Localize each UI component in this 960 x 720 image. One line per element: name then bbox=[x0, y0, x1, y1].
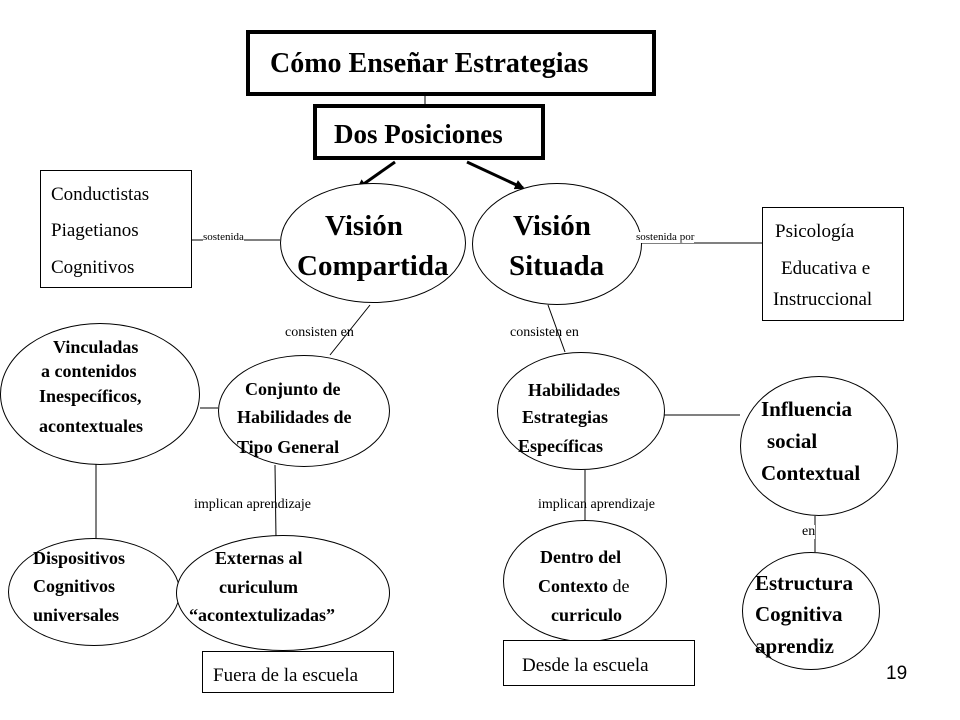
theorists-box-left: Conductistas Piagetianos Cognitivos bbox=[40, 170, 192, 288]
vision-situada-line1: Visión bbox=[513, 210, 591, 242]
dentro-de-word: de bbox=[612, 576, 630, 596]
edge-label-consisten-left: consisten en bbox=[285, 325, 354, 340]
vision-situada-node: Visión Situada bbox=[472, 183, 642, 305]
habilidades-line1: Habilidades bbox=[528, 380, 621, 400]
externas-line1: Externas al bbox=[215, 548, 303, 568]
page-number: 19 bbox=[886, 663, 908, 684]
dentro-contexto-node: Dentro del Contexto de curriculo bbox=[503, 520, 667, 642]
title-text: Cómo Enseñar Estrategias bbox=[270, 48, 589, 79]
influencia-social-node: Influencia social Contextual bbox=[740, 376, 898, 516]
externas-line2: curiculum bbox=[219, 577, 298, 597]
title-box: Cómo Enseñar Estrategias bbox=[246, 30, 656, 96]
theorist-conductistas: Conductistas bbox=[51, 184, 150, 205]
theorist-piagetianos: Piagetianos bbox=[51, 220, 139, 241]
vinculadas-line1: Vinculadas bbox=[53, 337, 139, 357]
dentro-line3: curriculo bbox=[551, 605, 622, 625]
edge-label-implican-right: implican aprendizaje bbox=[538, 497, 655, 512]
edge-label-implican-left: implican aprendizaje bbox=[194, 497, 311, 512]
conjunto-line1: Conjunto de bbox=[245, 379, 341, 399]
theorist-cognitivos: Cognitivos bbox=[51, 257, 135, 278]
dispositivos-line1: Dispositivos bbox=[33, 548, 126, 568]
habilidades-line3: Específicas bbox=[518, 436, 603, 456]
fuera-escuela-text: Fuera de la escuela bbox=[213, 665, 359, 686]
estructura-cognitiva-node: Estructura Cognitiva aprendiz bbox=[742, 552, 880, 670]
influencia-line1: Influencia bbox=[761, 397, 853, 421]
dentro-contexto-word: Contexto bbox=[538, 576, 608, 596]
subtitle-box: Dos Posiciones bbox=[313, 104, 545, 160]
psicologia-line3: Instruccional bbox=[773, 289, 873, 310]
vinculadas-line3: Inespecíficos, bbox=[39, 386, 142, 406]
desde-escuela-box: Desde la escuela bbox=[503, 640, 695, 686]
psicologia-line2: Educativa e bbox=[781, 258, 871, 279]
influencia-line3: Contextual bbox=[761, 461, 861, 485]
conjunto-habilidades-node: Conjunto de Habilidades de Tipo General bbox=[218, 355, 390, 467]
vision-compartida-node: Visión Compartida bbox=[280, 183, 466, 303]
theorists-box-right: Psicología Educativa e Instruccional bbox=[762, 207, 904, 321]
conjunto-line2: Habilidades de bbox=[237, 407, 352, 427]
vinculadas-line2: a contenidos bbox=[41, 361, 137, 381]
externas-curriculum-node: Externas al curiculum “acontextulizadas” bbox=[176, 535, 390, 651]
vision-compartida-line1: Visión bbox=[325, 210, 403, 242]
dispositivos-line2: Cognitivos bbox=[33, 576, 116, 596]
vision-compartida-line2: Compartida bbox=[297, 250, 449, 282]
vinculadas-line4: acontextuales bbox=[39, 416, 143, 436]
psicologia-line1: Psicología bbox=[775, 221, 855, 242]
habilidades-estrategias-node: Habilidades Estrategias Específicas bbox=[497, 352, 665, 470]
edge-label-en: en bbox=[802, 524, 816, 539]
estructura-line1: Estructura bbox=[755, 571, 853, 595]
dispositivos-node: Dispositivos Cognitivos universales bbox=[8, 538, 180, 646]
fuera-escuela-box: Fuera de la escuela bbox=[202, 651, 394, 693]
dentro-line2: Contexto de bbox=[538, 577, 630, 595]
conjunto-line3: Tipo General bbox=[237, 437, 340, 457]
dispositivos-line3: universales bbox=[33, 605, 120, 625]
edge-label-consisten-right: consisten en bbox=[510, 325, 579, 340]
habilidades-line2: Estrategias bbox=[522, 407, 608, 427]
vision-situada-line2: Situada bbox=[509, 250, 605, 282]
externas-line3: “acontextulizadas” bbox=[189, 605, 335, 625]
desde-escuela-text: Desde la escuela bbox=[522, 655, 649, 676]
estructura-line2: Cognitiva bbox=[755, 602, 843, 626]
estructura-line3: aprendiz bbox=[755, 634, 834, 658]
subtitle-text: Dos Posiciones bbox=[334, 119, 503, 149]
edge-label-sostenida-por: sostenida por bbox=[636, 231, 695, 243]
dentro-line1: Dentro del bbox=[540, 547, 622, 567]
vinculadas-node: Vinculadas a contenidos Inespecíficos, a… bbox=[0, 323, 200, 465]
edge-label-sostenida: sostenida bbox=[203, 231, 244, 243]
influencia-line2: social bbox=[767, 429, 818, 453]
